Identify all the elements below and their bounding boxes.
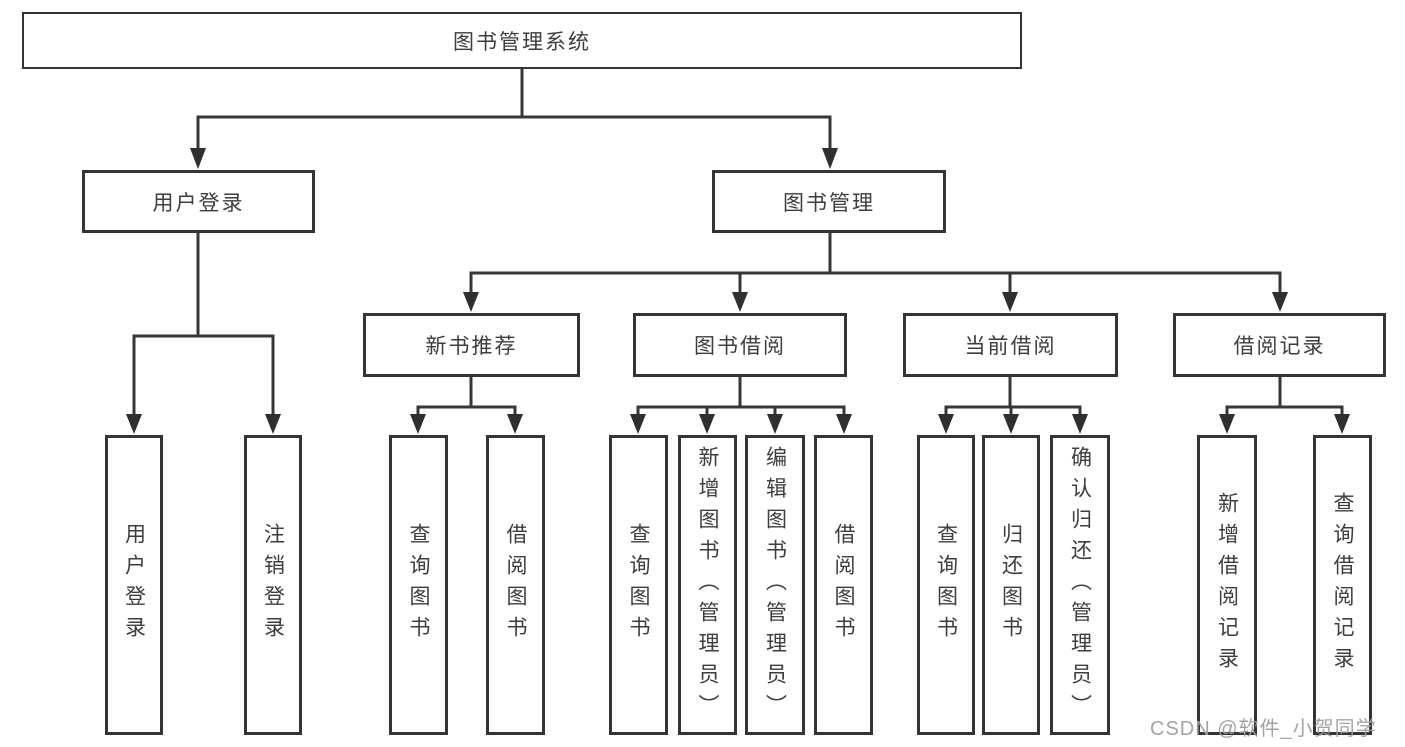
leaf-record-query: 查询借阅记录 (1313, 435, 1372, 735)
arrow-down-icon (1219, 414, 1235, 434)
arrow-down-icon (630, 414, 646, 434)
leaf-borrow-book: 借阅图书 (814, 435, 873, 735)
leaf-current-confirm-return: 确认归还（管理员） (1050, 435, 1110, 735)
leaf-borrow-add-book: 新增图书（管理员） (678, 435, 737, 735)
leaf-logout: 注销登录 (244, 435, 302, 735)
node-new-book-recommend: 新书推荐 (363, 313, 580, 377)
node-user-login: 用户登录 (82, 170, 315, 233)
node-book-management: 图书管理 (712, 170, 946, 233)
watermark-text: CSDN @软件_小贺同学 (1150, 718, 1377, 740)
arrow-down-icon (699, 414, 715, 434)
arrow-down-icon (265, 414, 281, 434)
arrow-down-icon (190, 148, 206, 169)
leaf-newbook-borrow: 借阅图书 (486, 435, 545, 735)
arrow-down-icon (1002, 292, 1018, 312)
arrow-down-icon (126, 414, 142, 434)
node-borrow-record: 借阅记录 (1173, 313, 1386, 377)
node-current-borrow: 当前借阅 (903, 313, 1118, 377)
node-root: 图书管理系统 (22, 12, 1022, 69)
arrow-down-icon (732, 292, 748, 312)
arrow-down-icon (836, 414, 852, 434)
arrow-down-icon (507, 414, 523, 434)
leaf-user-login: 用户登录 (105, 435, 163, 735)
arrow-down-icon (1003, 414, 1019, 434)
leaf-newbook-query: 查询图书 (389, 435, 448, 735)
leaf-current-return: 归还图书 (982, 435, 1040, 735)
leaf-current-query: 查询图书 (917, 435, 975, 735)
arrow-down-icon (1272, 292, 1288, 312)
arrow-down-icon (822, 148, 838, 169)
arrow-down-icon (1334, 414, 1350, 434)
arrow-down-icon (463, 292, 479, 312)
node-book-borrow: 图书借阅 (633, 313, 847, 377)
arrow-down-icon (410, 414, 426, 434)
leaf-borrow-query: 查询图书 (609, 435, 668, 735)
arrow-down-icon (1072, 414, 1088, 434)
arrow-down-icon (938, 414, 954, 434)
leaf-borrow-edit-book: 编辑图书（管理员） (745, 435, 805, 735)
arrow-down-icon (767, 414, 783, 434)
leaf-record-add: 新增借阅记录 (1197, 435, 1257, 735)
